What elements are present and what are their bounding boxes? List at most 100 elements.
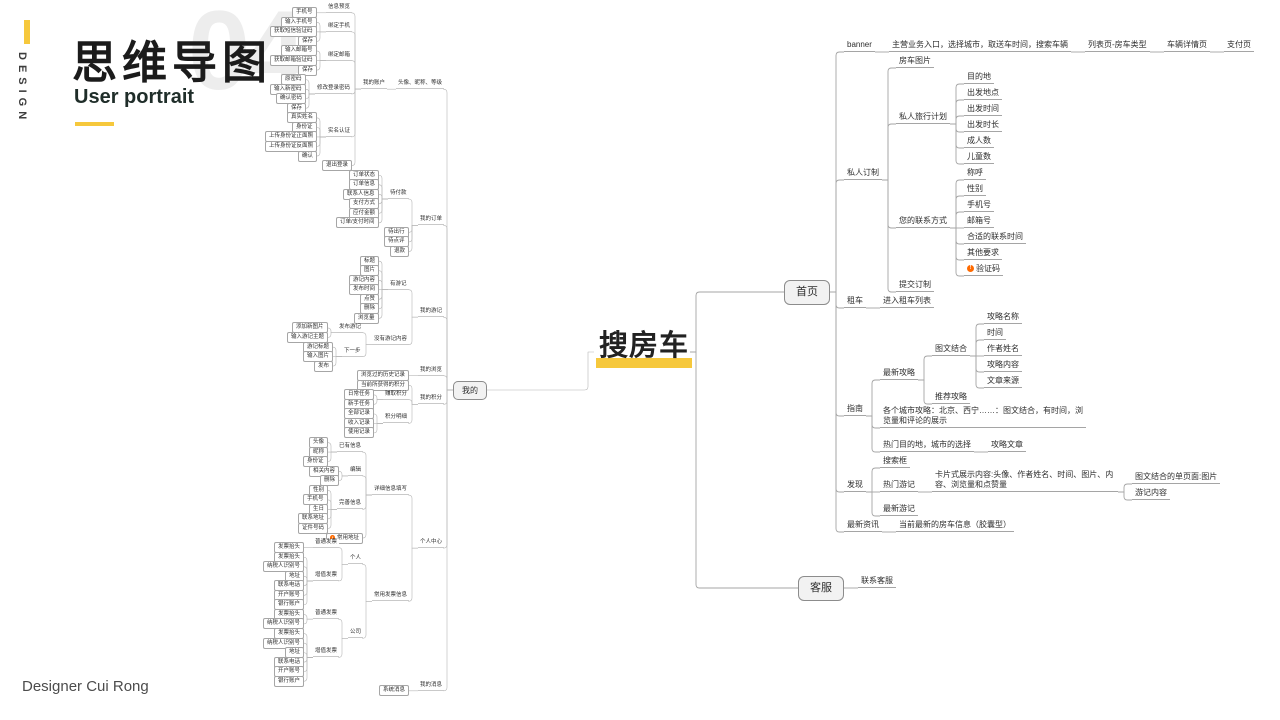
mindmap-node: 绑定手机: [326, 22, 353, 32]
mindmap-node-label: 发票抬头: [278, 544, 301, 551]
mindmap-node: 租车: [844, 296, 866, 308]
mindmap-node-label: 进入租车列表: [883, 296, 931, 305]
mindmap-node: 图文结合的单页面:图片: [1132, 472, 1221, 484]
mindmap-node: 完善信息: [337, 500, 364, 510]
mindmap-node: 指南: [844, 404, 866, 416]
mindmap-node: 系统消息: [379, 685, 410, 697]
mindmap-connector: [487, 351, 594, 391]
mindmap-node-label: banner: [847, 40, 872, 49]
mindmap-connector: [362, 332, 372, 345]
mindmap-node-label: 性别: [313, 486, 325, 493]
mindmap-connector: [690, 351, 798, 589]
mindmap-node: 最新攻略: [880, 368, 918, 380]
mindmap-node-label: 目的地: [967, 72, 991, 81]
mindmap-node: 推荐攻略: [932, 392, 970, 404]
mindmap-node: 详细信息填写: [372, 486, 410, 496]
mindmap-node: 联系客服: [858, 576, 896, 588]
mindmap-node-label: 个人中心: [420, 539, 443, 546]
mindmap-connector: [316, 50, 326, 61]
mindmap-node-label: 当前最新的房车信息（胶囊型）: [899, 520, 1011, 529]
mindmap-node-label: 待出行: [388, 228, 405, 235]
mindmap-node-label: 搜索框: [883, 456, 907, 465]
mindmap-node: 发布游记: [337, 323, 364, 333]
mindmap-node-label: 完善信息: [339, 500, 362, 507]
mindmap-connector: [327, 327, 337, 333]
mindmap-node-label: 联系电话: [278, 582, 301, 589]
mindmap-node: 我的消息: [418, 681, 445, 691]
mindmap-node: !验证码: [964, 264, 1003, 276]
mindmap-node: 确认: [298, 150, 318, 162]
mindmap-node: 当前最新的房车信息（胶囊型）: [896, 520, 1014, 532]
mindmap-node: 纳税人识别号: [263, 637, 305, 649]
mindmap-connector: [866, 467, 880, 493]
mindmap-node: 出发时间: [964, 104, 1002, 116]
mindmap-node-label: 绑定手机: [328, 22, 351, 29]
mindmap-node-label: 上传身份证正面照: [269, 133, 314, 140]
mindmap-node-label: 保存: [302, 37, 314, 44]
mindmap-node-label: 联系人信息: [347, 190, 375, 197]
mindmap-connector: [351, 12, 361, 90]
mindmap-node: 普通发票: [313, 610, 340, 620]
mindmap-connector: [830, 51, 844, 293]
mindmap-connector: [305, 79, 315, 95]
mindmap-node: 我的订单: [418, 216, 445, 226]
mindmap-connector: [950, 115, 964, 125]
mindmap-node-label: 卡片式展示内容:头像、作者姓名、时间、图片、内容、浏览量和点赞量: [935, 470, 1114, 489]
mindmap-node-label: 性别: [967, 184, 983, 193]
mindmap-node: 我的积分: [418, 395, 445, 405]
mindmap-node-label: 应付金额: [353, 209, 376, 216]
mindmap-node-label: 待付款: [390, 190, 407, 196]
mindmap-node: 攻略名称: [984, 312, 1022, 324]
mindmap-node-label: 赚取积分: [385, 390, 408, 397]
page-subtitle: User portrait: [74, 86, 195, 108]
mindmap-node: 卡片式展示内容:头像、作者姓名、时间、图片、内容、浏览量和点赞量: [932, 470, 1118, 492]
mindmap-node-label: 确认: [302, 152, 314, 159]
mindmap-connector: [690, 291, 784, 353]
mindmap-node-label: 身份证: [307, 458, 324, 465]
mindmap-node-label: 我的订单: [420, 216, 443, 223]
mindmap-node: 退款: [390, 246, 410, 258]
mindmap-node-label: 手机号: [967, 200, 991, 209]
mindmap-node-label: 个人: [350, 555, 362, 562]
mindmap-connector: [338, 638, 348, 658]
mindmap-node: 删除: [320, 475, 340, 487]
mindmap-node: 已有信息: [337, 443, 364, 453]
mindmap-node-label: 游记标题: [307, 343, 330, 350]
mindmap-node: 各个城市攻略：北京、西宁……：图文结合，有时间，浏览量和评论的展示: [880, 406, 1086, 428]
mindmap-connector: [338, 547, 348, 565]
mindmap-node-label: 收入记录: [348, 419, 371, 426]
mindmap-node-label: 我的浏览: [420, 366, 443, 373]
mindmap-node-label: 开户账号: [278, 591, 301, 598]
mindmap-node: 获取短信验证码: [270, 26, 317, 38]
mindmap-node: 成人数: [964, 136, 994, 148]
mindmap-connector: [950, 99, 964, 125]
mindmap-node-label: 图片: [364, 267, 376, 274]
mindmap-node-label: 订单信息: [353, 181, 376, 188]
mindmap-connector: [378, 198, 388, 224]
mindmap-node-label: 提交订制: [899, 280, 931, 289]
mindmap-node-label: 银行账户: [278, 677, 301, 684]
mindmap-connector: [443, 224, 453, 391]
mindmap-node: 最新资讯: [844, 520, 882, 532]
mindmap-node: 待付款: [388, 190, 409, 199]
mindmap-node: 获取邮箱验证码: [270, 55, 317, 67]
mindmap-node: 攻略内容: [984, 360, 1022, 372]
mindmap-node: 房车图片: [896, 56, 934, 68]
mindmap-node: 纳税人识别号: [263, 561, 305, 573]
mindmap-node-label: 租车: [847, 296, 863, 305]
mindmap-node: 当前所获得的积分: [357, 379, 410, 391]
mindmap-node-label: 积分明细: [385, 414, 408, 421]
mindmap-node-label: 出发地点: [967, 88, 999, 97]
mindmap-node: 客服: [798, 575, 844, 601]
mindmap-connector: [830, 291, 844, 533]
mindmap-node: 头像、昵称、等级: [396, 80, 445, 90]
mindmap-connector: [970, 355, 984, 389]
mindmap-node: 称呼: [964, 168, 986, 180]
page-title: 思维导图: [72, 37, 273, 88]
mindmap-node-label: 上传身份证反面照: [269, 142, 314, 149]
mindmap-connector: [408, 289, 418, 318]
mindmap-node-label: 输入手机号: [285, 18, 313, 25]
mindmap-connector: [362, 344, 372, 357]
mindmap-node: 性别: [964, 184, 986, 196]
mindmap-node: 私人旅行计划: [896, 112, 950, 124]
